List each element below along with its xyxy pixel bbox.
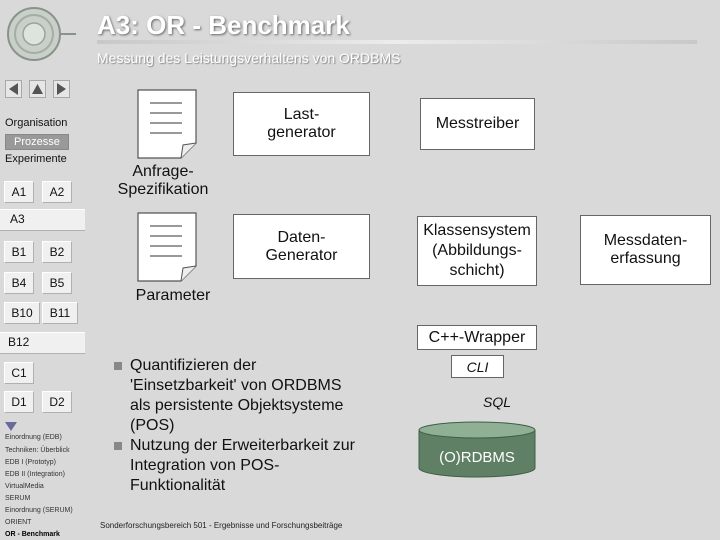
- sidebar-link[interactable]: EDB II (Integration): [5, 471, 65, 478]
- sidebar-item-experimente[interactable]: Experimente: [5, 153, 67, 165]
- sidebar-link[interactable]: Techniken: Überblick: [5, 447, 70, 454]
- cpp-wrapper-box: C++-Wrapper: [417, 325, 537, 350]
- sidebar-link[interactable]: SERUM: [5, 495, 31, 502]
- sidebar-link[interactable]: Einordnung (SERUM): [5, 507, 73, 514]
- document-icon: [137, 89, 197, 164]
- sidebar-cell-a3: A3: [10, 212, 25, 226]
- lastgenerator-box: Last- generator: [233, 92, 370, 156]
- sidebar-cell-b1[interactable]: B1: [4, 241, 34, 263]
- sql-label: SQL: [482, 394, 511, 410]
- bullet-square-icon: [114, 362, 122, 370]
- klassensystem-box: Klassensystem (Abbildungs- schicht): [417, 216, 537, 286]
- sidebar-cell-b5[interactable]: B5: [42, 272, 72, 294]
- sidebar-cell-c1[interactable]: C1: [4, 362, 34, 384]
- sidebar-row-a3[interactable]: [0, 209, 85, 231]
- page-title: A3: OR - Benchmark: [97, 10, 350, 40]
- sidebar-cell-d1[interactable]: D1: [4, 391, 34, 413]
- sidebar-cell-a1[interactable]: A1: [4, 181, 34, 203]
- arrow-left-icon[interactable]: [5, 80, 22, 98]
- sidebar-link[interactable]: VirtualMedia: [5, 483, 44, 490]
- sidebar-row-b12[interactable]: [0, 332, 85, 354]
- sidebar-cell-b12: B12: [8, 335, 30, 349]
- sidebar-link-active[interactable]: OR - Benchmark: [5, 531, 60, 538]
- database-icon: [418, 421, 536, 484]
- sidebar-link[interactable]: ORIENT: [5, 519, 32, 526]
- page-subtitle: Messung des Leistungsverhaltens von ORDB…: [97, 50, 401, 66]
- arrow-up-icon[interactable]: [29, 80, 46, 98]
- university-logo: [4, 4, 78, 62]
- database-label: (O)RDBMS: [439, 449, 515, 466]
- sidebar-cell-b2[interactable]: B2: [42, 241, 72, 263]
- sidebar-item-organisation[interactable]: Organisation: [5, 117, 68, 129]
- sidebar-link[interactable]: EDB I (Prototyp): [5, 459, 56, 466]
- messdatenerfassung-box: Messdaten- erfassung: [580, 215, 711, 285]
- sidebar-cell-b11[interactable]: B11: [42, 302, 78, 324]
- sidebar-cell-b4[interactable]: B4: [4, 272, 34, 294]
- datengenerator-box: Daten- Generator: [233, 214, 370, 279]
- title-divider: [97, 40, 697, 44]
- parameter-label: Parameter: [135, 287, 211, 304]
- list-item: Nutzung der Erweiterbarkeit zur Integrat…: [112, 436, 362, 496]
- arrow-right-icon[interactable]: [53, 80, 70, 98]
- sidebar-item-prozesse[interactable]: Prozesse: [5, 134, 69, 150]
- bullet-square-icon: [114, 442, 122, 450]
- messtreiber-box: Messtreiber: [420, 98, 535, 150]
- sidebar-cell-a2[interactable]: A2: [42, 181, 72, 203]
- document-icon: [137, 212, 197, 287]
- anfrage-spezifikation-label: Anfrage- Spezifikation: [117, 163, 209, 198]
- list-item: Quantifizieren der 'Einsetzbarkeit' von …: [112, 356, 362, 436]
- sidebar-cell-b10[interactable]: B10: [4, 302, 40, 324]
- cli-box: CLI: [451, 355, 504, 378]
- sidebar-cell-d2[interactable]: D2: [42, 391, 72, 413]
- bullet-list: Quantifizieren der 'Einsetzbarkeit' von …: [112, 356, 362, 496]
- arrow-down-icon[interactable]: [5, 419, 17, 437]
- footer-text: Sonderforschungsbereich 501 - Ergebnisse…: [100, 521, 343, 530]
- sidebar-link[interactable]: Einordnung (EDB): [5, 434, 62, 441]
